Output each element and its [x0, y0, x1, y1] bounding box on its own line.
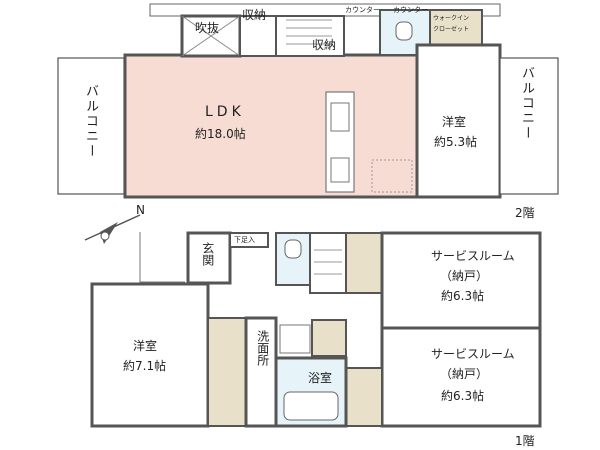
- shuno-a-label: 収納: [242, 8, 267, 22]
- counter-a-label: カウンター: [345, 6, 380, 14]
- washbasin: [279, 324, 311, 354]
- yoshitsu1f-size: 約7.1帖: [123, 359, 167, 373]
- service-room-2: [380, 326, 542, 428]
- stair-1f-steps: [314, 249, 342, 275]
- kitchen-stove: [330, 157, 350, 183]
- yoshitsu-2f: [415, 43, 502, 199]
- balcony-left-label: バルコニー: [82, 84, 98, 159]
- balcony-left: [57, 57, 125, 195]
- ldk-size: 約18.0帖: [195, 127, 246, 141]
- yoshitsu1f-label: 洋室: [133, 339, 158, 353]
- ldk-room: [123, 53, 419, 199]
- walkin-label-1: ウォークイン: [433, 15, 470, 22]
- fukinuke-label: 吹抜: [195, 21, 220, 35]
- shuno-b-label: 収納: [312, 38, 337, 52]
- yoshitsu-1f: [90, 282, 210, 428]
- genkan-label: 玄関: [200, 242, 215, 266]
- closet-service1: [345, 232, 383, 294]
- yoshitsu2f-label: 洋室: [442, 115, 467, 129]
- toilet-bowl-2f: [395, 21, 413, 41]
- fukinuke-cross-b: [181, 15, 241, 57]
- service2-sub: （納戸）: [440, 367, 489, 381]
- genkan: [186, 231, 232, 285]
- porch-outline: [139, 232, 185, 283]
- compass: [84, 214, 141, 244]
- stair-2f-steps: [286, 19, 332, 45]
- yokushitsu-label: 浴室: [308, 371, 333, 385]
- bathtub: [283, 391, 339, 421]
- service2-size: 約6.3帖: [441, 389, 485, 403]
- closet-yoshitsu1f: [207, 317, 247, 427]
- senmen-label: 洗面所: [255, 330, 270, 366]
- shitasoku: [229, 232, 269, 248]
- kitchen-sink: [330, 102, 350, 132]
- shitasoku-label: 下足入: [234, 236, 255, 244]
- senmen: [244, 316, 278, 428]
- ldk-label: LDK: [205, 104, 245, 120]
- compass-label: N: [136, 203, 145, 217]
- stair-1f: [309, 232, 347, 294]
- fridge-space: [371, 159, 413, 193]
- service2-label: サービスルーム: [431, 347, 515, 361]
- service1-label: サービスルーム: [431, 249, 515, 263]
- floor2-label: 2階: [515, 206, 535, 220]
- closet-service2: [345, 367, 383, 427]
- balcony-right-label: バルコニー: [518, 66, 534, 141]
- walkin-label-2: クローゼット: [433, 26, 470, 33]
- floor1-label: 1階: [515, 434, 535, 448]
- linen-closet: [311, 319, 347, 357]
- service-room-1: [380, 231, 542, 330]
- balcony-right: [499, 57, 559, 195]
- yoshitsu2f-size: 約5.3帖: [434, 135, 478, 149]
- service1-size: 約6.3帖: [441, 289, 485, 303]
- service1-sub: （納戸）: [440, 269, 489, 283]
- toilet-bowl-1f: [284, 239, 302, 259]
- counter-b-label: カウンター: [393, 6, 428, 14]
